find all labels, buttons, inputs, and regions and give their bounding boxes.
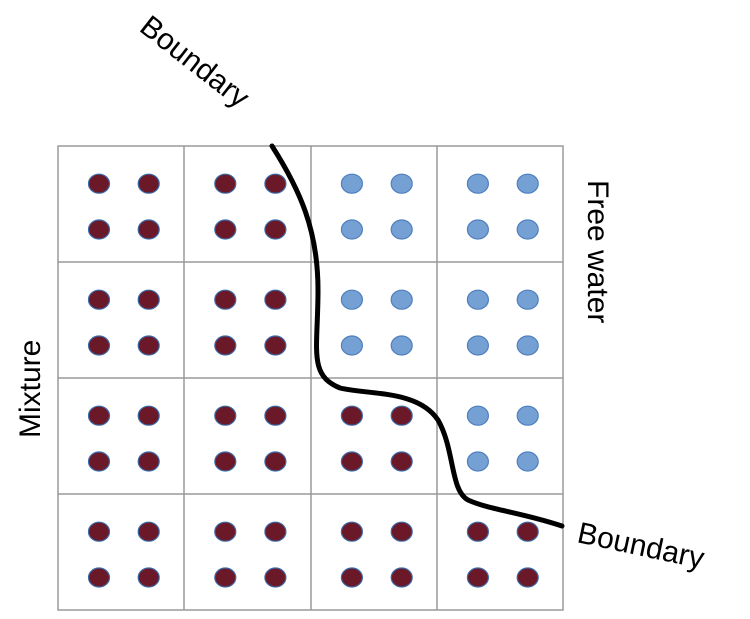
- free-water-particle: [340, 173, 363, 194]
- free-water-particle: [340, 289, 363, 310]
- mixture-particle: [264, 335, 287, 356]
- mixture-particle: [264, 451, 287, 472]
- mixture-particle: [264, 567, 287, 588]
- mixture-particle: [264, 405, 287, 426]
- mixture-particle: [340, 521, 363, 542]
- mixture-particle: [466, 521, 489, 542]
- free-water-particle: [466, 335, 489, 356]
- mixture-particle: [214, 289, 237, 310]
- mixture-particle: [214, 521, 237, 542]
- free-water-particle: [466, 173, 489, 194]
- free-water-label: Free water: [581, 180, 614, 323]
- free-water-particle: [516, 405, 539, 426]
- mixture-particle: [87, 451, 111, 472]
- mixture-particle: [264, 289, 287, 310]
- mixture-particle: [214, 219, 237, 240]
- mixture-particle: [87, 521, 111, 542]
- mixture-particle: [137, 335, 160, 356]
- grid-lines: [57, 145, 564, 611]
- free-water-particle: [466, 289, 489, 310]
- free-water-particle: [466, 405, 489, 426]
- mixture-particle: [214, 567, 237, 588]
- free-water-particle: [390, 219, 413, 240]
- mixture-particle: [340, 451, 363, 472]
- free-water-particle: [390, 289, 413, 310]
- mixture-particle: [214, 405, 237, 426]
- boundary-line: [269, 143, 565, 529]
- mixture-label: Mixture: [14, 340, 47, 438]
- mixture-particle: [340, 567, 363, 588]
- free-water-particle: [466, 451, 489, 472]
- mixture-particle: [137, 567, 160, 588]
- mixture-particle: [87, 219, 111, 240]
- mixture-particle: [87, 405, 111, 426]
- mixture-particle: [516, 521, 539, 542]
- mixture-particle: [87, 289, 111, 310]
- mixture-particle: [264, 173, 287, 194]
- free-water-particle: [340, 219, 363, 240]
- mixture-particle: [137, 173, 160, 194]
- mixture-particle: [264, 219, 287, 240]
- mixture-particle: [87, 567, 111, 588]
- mixture-particle: [137, 521, 160, 542]
- free-water-particle: [516, 451, 539, 472]
- mixture-particle: [137, 451, 160, 472]
- mixture-particle: [390, 567, 413, 588]
- mixture-particle: [264, 521, 287, 542]
- mixture-particle: [137, 219, 160, 240]
- mixture-particle: [87, 335, 111, 356]
- free-water-particle: [340, 335, 363, 356]
- mixture-particle: [466, 567, 489, 588]
- mixture-particle: [390, 451, 413, 472]
- mixture-particle: [390, 521, 413, 542]
- mixture-particle: [137, 289, 160, 310]
- mixture-particle: [340, 405, 363, 426]
- boundary-label-top: Boundary: [134, 10, 256, 115]
- mixture-particle: [214, 173, 237, 194]
- mixture-particle: [214, 335, 237, 356]
- free-water-particle: [466, 219, 489, 240]
- free-water-particle: [516, 289, 539, 310]
- particle-dots: [87, 173, 539, 588]
- free-water-particle: [516, 219, 539, 240]
- mixture-particle: [516, 567, 539, 588]
- mixture-particle: [214, 451, 237, 472]
- mixture-particle: [137, 405, 160, 426]
- free-water-particle: [516, 173, 539, 194]
- mixture-particle: [87, 173, 111, 194]
- free-water-particle: [390, 335, 413, 356]
- boundary-label-bottom: Boundary: [575, 517, 707, 576]
- mixture-particle: [390, 405, 413, 426]
- free-water-particle: [390, 173, 413, 194]
- free-water-particle: [516, 335, 539, 356]
